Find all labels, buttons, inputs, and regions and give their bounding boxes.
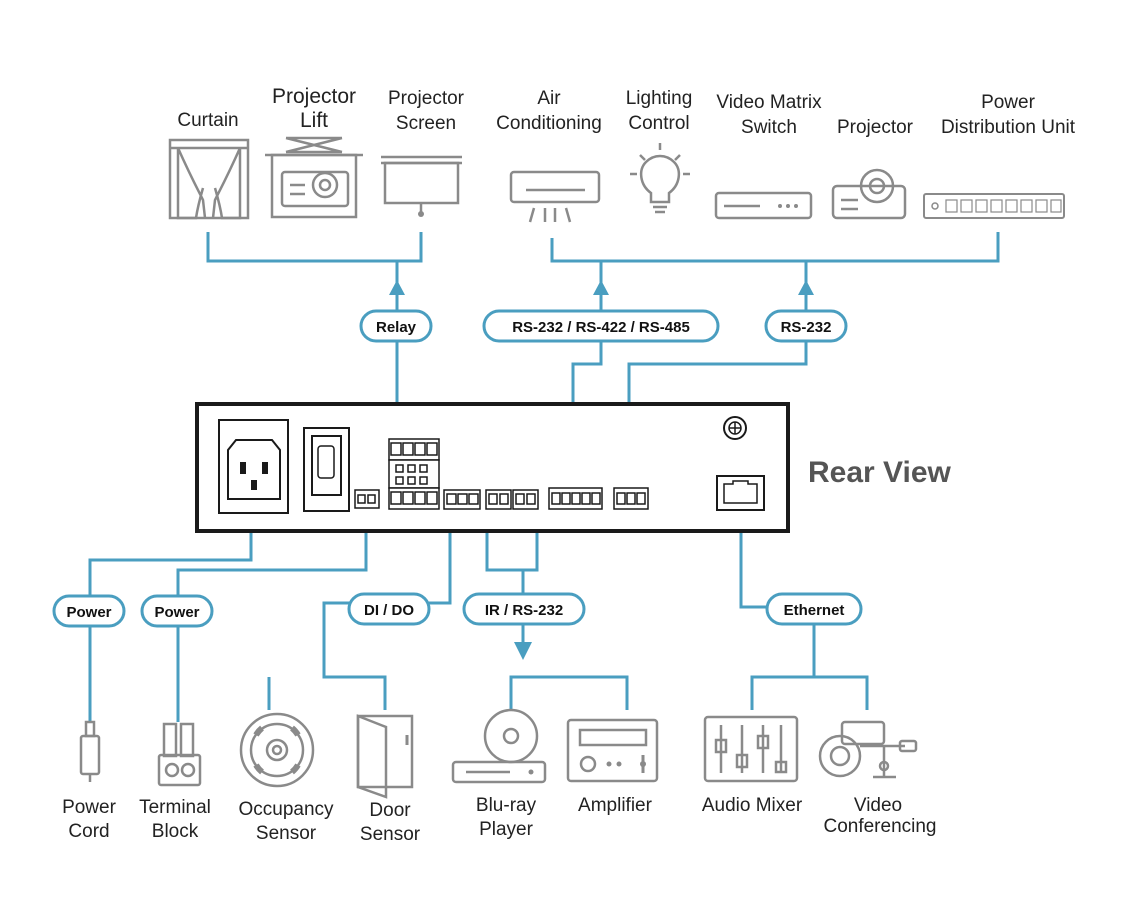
air-conditioning-label-1: Air (537, 88, 561, 109)
di-do-label: DI / DO (364, 602, 414, 619)
occupancy-sensor-icon (239, 712, 315, 788)
relay-label: Relay (376, 319, 417, 336)
ethernet-label: Ethernet (784, 602, 845, 619)
connection-label-rs232: RS-232 (764, 309, 848, 343)
rs232-label: RS-232 (781, 319, 832, 336)
lighting-control-label-2: Control (628, 113, 689, 134)
power-switch (303, 427, 350, 512)
air-conditioning-label-2: Conditioning (496, 113, 602, 134)
rs-serial-label: RS-232 / RS-422 / RS-485 (512, 319, 690, 336)
curtain-icon (168, 138, 250, 220)
projector-icon (831, 168, 907, 220)
ir-rs232-label: IR / RS-232 (485, 602, 563, 619)
door-sensor-label-1: Door (369, 800, 411, 821)
projector-lift-icon (265, 136, 363, 219)
rear-panel (195, 402, 790, 533)
relay-port (388, 438, 440, 510)
connection-label-rs232-422-485: RS-232 / RS-422 / RS-485 (482, 309, 720, 343)
top-device-labels: Curtain Projector Lift Projector Screen … (177, 85, 1075, 138)
power-label-2: Power (154, 604, 199, 621)
connection-label-power-terminal: Power (140, 594, 214, 628)
ir-port-1 (485, 489, 512, 510)
terminal-block-label-2: Block (152, 821, 199, 842)
connection-label-power-cord: Power (52, 594, 126, 628)
power-label-1: Power (66, 604, 111, 621)
audio-mixer-label: Audio Mixer (702, 795, 803, 816)
occupancy-sensor-label-2: Sensor (256, 823, 317, 844)
projector-lift-label-1: Projector (272, 85, 356, 108)
disc-player-icon (451, 708, 547, 784)
projector-lift-label-2: Lift (300, 109, 328, 132)
di-do-port (443, 489, 481, 510)
door-sensor-label-2: Sensor (360, 824, 421, 845)
occupancy-sensor-label-1: Occupancy (238, 799, 334, 820)
connection-label-di-do: DI / DO (347, 592, 431, 626)
video-conferencing-label-2: Conferencing (823, 816, 936, 837)
lighting-control-label-1: Lighting (626, 88, 693, 109)
video-conferencing-label-1: Video (854, 795, 902, 816)
door-icon (356, 714, 414, 799)
connection-label-ir-rs232: IR / RS-232 (462, 592, 586, 626)
ir-port-2 (512, 489, 539, 510)
connection-label-ethernet: Ethernet (765, 592, 863, 626)
pdu-label-1: Power (981, 92, 1036, 113)
blu-ray-label-2: Player (479, 819, 534, 840)
video-matrix-label-2: Switch (741, 117, 797, 138)
rs-serial-port (548, 487, 603, 510)
curtain-label: Curtain (177, 110, 238, 131)
video-switch-icon (714, 191, 813, 220)
terminal-power-port (354, 489, 380, 509)
camera-icon (818, 720, 918, 779)
bottom-device-labels: Power Cord Terminal Block Occupancy Sens… (62, 795, 936, 845)
power-cord-label-2: Cord (68, 821, 109, 842)
rs232-port (613, 487, 649, 510)
video-matrix-label-1: Video Matrix (716, 92, 822, 113)
light-bulb-icon (630, 143, 690, 214)
ethernet-port (716, 475, 765, 511)
projector-screen-icon (381, 155, 462, 217)
power-inlet (218, 419, 289, 514)
power-plug-icon (79, 720, 101, 782)
terminal-block-label-1: Terminal (139, 797, 211, 818)
connection-label-relay: Relay (359, 309, 433, 343)
amplifier-icon (566, 718, 659, 783)
pdu-icon (923, 193, 1065, 219)
amplifier-label: Amplifier (578, 795, 653, 816)
pdu-label-2: Distribution Unit (941, 117, 1076, 138)
projector-label: Projector (837, 117, 914, 138)
mixer-icon (703, 715, 799, 783)
terminal-block-icon (157, 722, 202, 787)
projector-screen-label-1: Projector (388, 88, 465, 109)
air-conditioner-icon (509, 170, 601, 223)
blu-ray-label-1: Blu-ray (476, 795, 537, 816)
power-cord-label-1: Power (62, 797, 117, 818)
rear-view-title: Rear View (808, 456, 952, 489)
projector-screen-label-2: Screen (396, 113, 456, 134)
ground-screw-icon (723, 416, 747, 440)
